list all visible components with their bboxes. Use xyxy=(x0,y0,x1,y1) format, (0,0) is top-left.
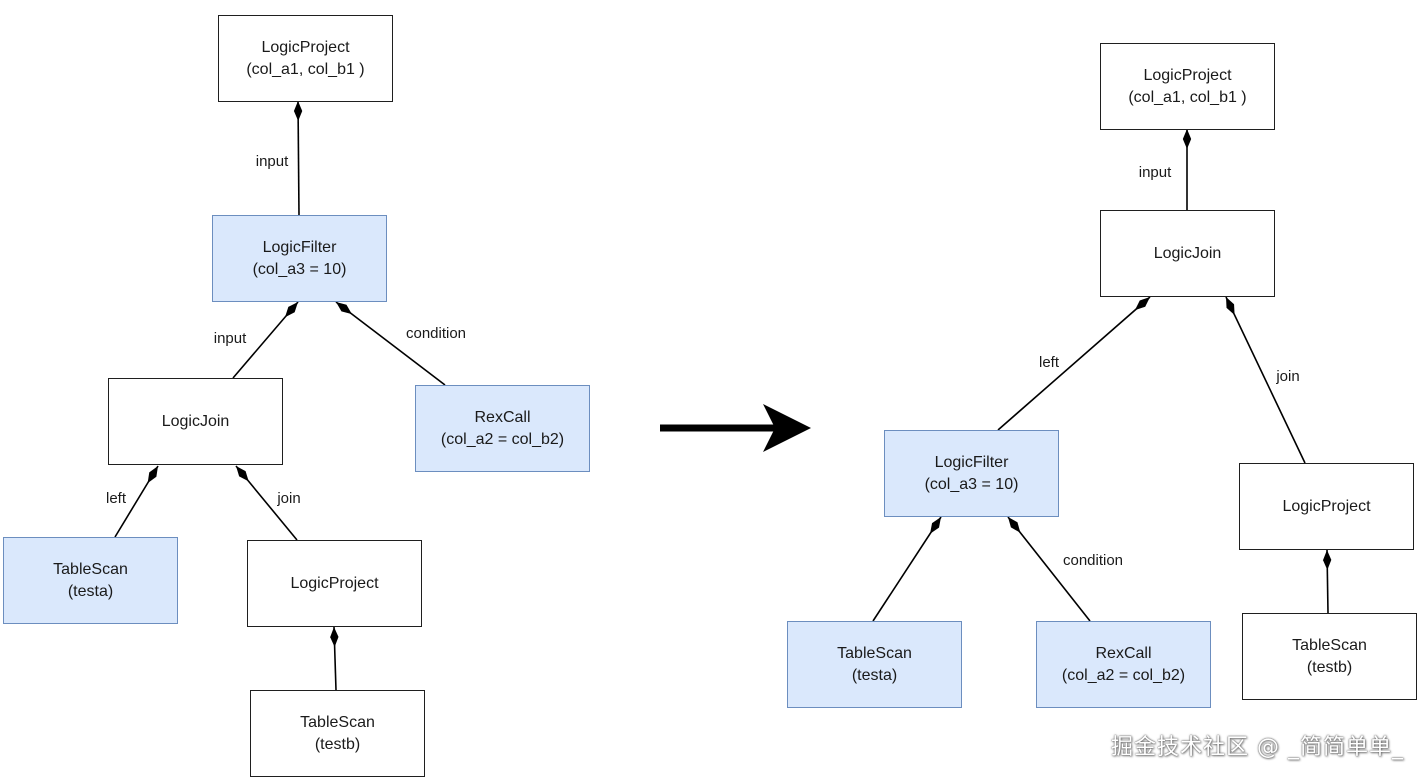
edge-join-join-projectb-after xyxy=(1225,296,1306,464)
watermark: 掘金技术社区 @ _简简单单_ xyxy=(1111,735,1404,760)
node-subtitle: (testa) xyxy=(851,666,898,684)
node-logicjoin[interactable]: LogicJoin xyxy=(108,378,283,465)
node-tablescan-testb-after[interactable]: TableScan (testb) xyxy=(1242,613,1417,700)
edge-project-scanb xyxy=(330,626,339,691)
node-subtitle: (testb) xyxy=(1306,658,1353,676)
node-logicproject-b-after[interactable]: LogicProject xyxy=(1239,463,1414,550)
edge-join-join-projectb xyxy=(235,465,298,541)
node-tablescan-testa-after[interactable]: TableScan (testa) xyxy=(787,621,962,708)
node-subtitle: (col_a2 = col_b2) xyxy=(440,430,565,448)
node-subtitle: (testb) xyxy=(314,735,361,753)
node-title: LogicJoin xyxy=(161,412,230,430)
edge-label-left: left xyxy=(105,490,127,507)
node-subtitle: (col_a1, col_b1 ) xyxy=(1128,88,1247,106)
edge-label-input: input xyxy=(255,153,289,170)
node-rexcall-after[interactable]: RexCall (col_a2 = col_b2) xyxy=(1036,621,1211,708)
edge-project-scanb-after xyxy=(1322,549,1332,614)
node-logicjoin-after[interactable]: LogicJoin xyxy=(1100,210,1275,297)
node-title: LogicProject xyxy=(1143,66,1232,84)
node-subtitle: (col_a1, col_b1 ) xyxy=(246,60,365,78)
edge-input-filter-join xyxy=(232,301,299,379)
edge-label-join: join xyxy=(277,490,301,507)
node-subtitle: (col_a3 = 10) xyxy=(924,475,1019,493)
edge-label-condition: condition xyxy=(1062,552,1124,569)
node-logicfilter-after[interactable]: LogicFilter (col_a3 = 10) xyxy=(884,430,1059,517)
node-title: LogicFilter xyxy=(262,238,337,256)
node-logicproject-top-after[interactable]: LogicProject (col_a1, col_b1 ) xyxy=(1100,43,1275,130)
edge-condition-filter-rexcall xyxy=(335,301,446,386)
edge-label-left: left xyxy=(1038,354,1060,371)
node-tablescan-testb[interactable]: TableScan (testb) xyxy=(250,690,425,777)
node-title: TableScan xyxy=(53,560,128,578)
edge-label-condition: condition xyxy=(405,325,467,342)
node-title: LogicProject xyxy=(1282,497,1371,515)
node-subtitle: (col_a3 = 10) xyxy=(252,260,347,278)
transform-arrow xyxy=(660,404,811,452)
node-subtitle: (testa) xyxy=(67,582,114,600)
node-title: TableScan xyxy=(300,713,375,731)
edge-input-top xyxy=(293,100,303,216)
node-title: LogicProject xyxy=(290,574,379,592)
node-subtitle: (col_a2 = col_b2) xyxy=(1061,666,1186,684)
node-title: LogicJoin xyxy=(1153,244,1222,262)
edge-label-input: input xyxy=(213,330,247,347)
edge-label-input: input xyxy=(1138,164,1172,181)
edge-label-join: join xyxy=(1276,368,1300,385)
node-title: LogicProject xyxy=(261,38,350,56)
node-tablescan-testa[interactable]: TableScan (testa) xyxy=(3,537,178,624)
node-title: LogicFilter xyxy=(934,453,1009,471)
node-title: RexCall xyxy=(1095,644,1152,662)
edge-filter-scana-after xyxy=(872,516,942,622)
node-logicproject-top[interactable]: LogicProject (col_a1, col_b1 ) xyxy=(218,15,393,102)
node-title: RexCall xyxy=(474,408,531,426)
node-title: TableScan xyxy=(1292,636,1367,654)
edge-condition-filter-rexcall-after xyxy=(1007,516,1091,622)
node-rexcall[interactable]: RexCall (col_a2 = col_b2) xyxy=(415,385,590,472)
node-title: TableScan xyxy=(837,644,912,662)
node-logicfilter[interactable]: LogicFilter (col_a3 = 10) xyxy=(212,215,387,302)
edge-left-join-scana xyxy=(114,465,159,538)
node-logicproject-b[interactable]: LogicProject xyxy=(247,540,422,627)
edge-left-join-filter-after xyxy=(997,296,1151,431)
